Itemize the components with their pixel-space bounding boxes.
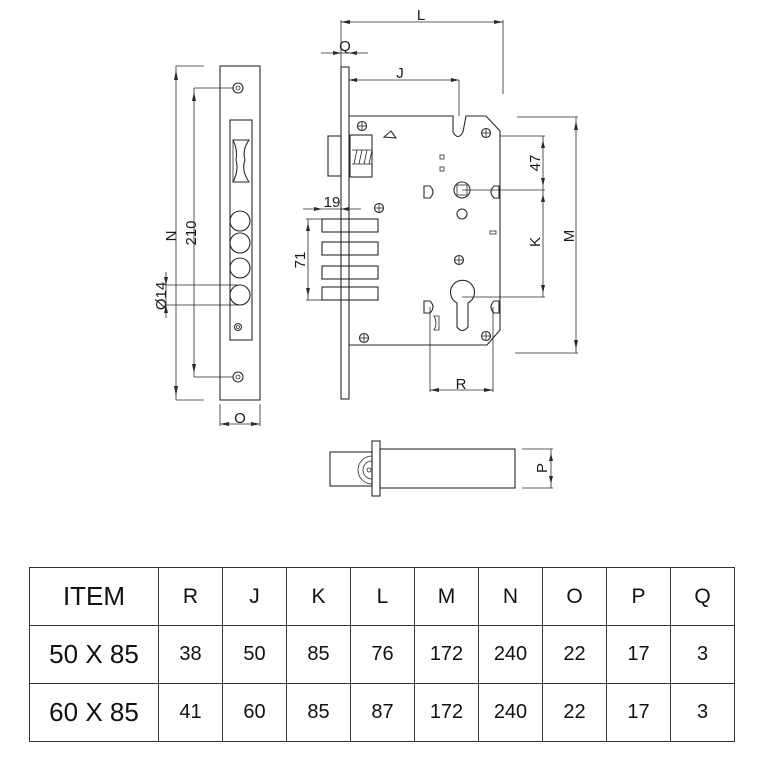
value-cell: 240 bbox=[478, 683, 543, 742]
lock-body-view: L Q J 47 K M 19 bbox=[292, 7, 578, 400]
dim-label-P: P bbox=[534, 463, 551, 473]
dim-label-M: M bbox=[561, 230, 578, 243]
latch-flange bbox=[371, 440, 381, 497]
latch-bolt-front bbox=[232, 139, 251, 183]
value-cell: 22 bbox=[542, 683, 607, 742]
latch-cam bbox=[382, 130, 398, 139]
mounting-screw-bottom bbox=[232, 371, 244, 383]
deadbolt-bars bbox=[321, 218, 379, 301]
dim-label-210: 210 bbox=[183, 220, 200, 245]
latch-housing bbox=[349, 134, 373, 178]
item-cell: 60 X 85 bbox=[29, 683, 159, 742]
dim-label-47: 47 bbox=[527, 155, 544, 172]
latch-bolt-side bbox=[327, 135, 342, 177]
faceplate-view: N 210 Ø14 O bbox=[153, 65, 261, 427]
dim-label-19: 19 bbox=[324, 194, 341, 211]
deadbolt-circle-1 bbox=[229, 210, 251, 232]
table-header-cell: Q bbox=[670, 567, 735, 626]
value-cell: 50 bbox=[222, 625, 287, 684]
table-header-cell: M bbox=[414, 567, 479, 626]
lock-case-outline bbox=[349, 115, 501, 346]
table-header-cell: R bbox=[158, 567, 223, 626]
deadbolt-circle-2 bbox=[229, 232, 251, 254]
dim-label-71: 71 bbox=[292, 252, 309, 269]
value-cell: 85 bbox=[286, 683, 351, 742]
plate-screw-small bbox=[233, 322, 243, 332]
value-cell: 17 bbox=[606, 683, 671, 742]
value-cell: 22 bbox=[542, 625, 607, 684]
dim-label-Q: Q bbox=[339, 38, 351, 55]
bottom-stop-right bbox=[490, 300, 500, 314]
dim-label-J: J bbox=[396, 65, 404, 82]
table-header-cell: L bbox=[350, 567, 415, 626]
lock-technical-drawing: N 210 Ø14 O bbox=[153, 7, 578, 497]
faceplate-outline bbox=[219, 65, 261, 401]
follower-stop-left bbox=[423, 185, 434, 199]
value-cell: 3 bbox=[670, 625, 735, 684]
euro-cylinder-cutout bbox=[449, 279, 476, 332]
latch-body bbox=[379, 448, 516, 489]
table-header-cell: O bbox=[542, 567, 607, 626]
table-header-cell: N bbox=[478, 567, 543, 626]
dim-label-N: N bbox=[163, 231, 180, 242]
latch-side-view: P bbox=[329, 440, 553, 497]
dim-label-dia14: Ø14 bbox=[153, 282, 170, 310]
mounting-screw-top bbox=[232, 82, 244, 94]
value-cell: 3 bbox=[670, 683, 735, 742]
case-screws bbox=[356, 120, 492, 344]
table-row: 60 X 85 41 60 85 87 172 240 22 17 3 bbox=[29, 683, 735, 742]
table-header-cell: J bbox=[222, 567, 287, 626]
dim-label-O: O bbox=[234, 410, 246, 427]
dimension-spec-table: ITEM R J K L M N O P Q 50 X 85 38 50 85 … bbox=[29, 567, 735, 742]
table-row: 50 X 85 38 50 85 76 172 240 22 17 3 bbox=[29, 625, 735, 684]
follower-stop-right bbox=[490, 185, 500, 199]
table-header-cell: K bbox=[286, 567, 351, 626]
value-cell: 60 bbox=[222, 683, 287, 742]
dim-label-R: R bbox=[456, 376, 467, 393]
table-header-cell: P bbox=[606, 567, 671, 626]
dim-label-K: K bbox=[527, 237, 544, 247]
dim-label-L: L bbox=[417, 7, 425, 24]
value-cell: 172 bbox=[414, 625, 479, 684]
table-header-cell: ITEM bbox=[29, 567, 159, 626]
value-cell: 172 bbox=[414, 683, 479, 742]
value-cell: 87 bbox=[350, 683, 415, 742]
faceplate-inner-slot bbox=[229, 119, 253, 341]
bottom-stop-left bbox=[423, 300, 434, 314]
item-cell: 50 X 85 bbox=[29, 625, 159, 684]
value-cell: 17 bbox=[606, 625, 671, 684]
deadbolt-circle-4 bbox=[229, 284, 251, 306]
value-cell: 240 bbox=[478, 625, 543, 684]
value-cell: 76 bbox=[350, 625, 415, 684]
value-cell: 38 bbox=[158, 625, 223, 684]
deadbolt-circle-3 bbox=[229, 257, 251, 279]
spindle-hole bbox=[456, 208, 468, 220]
value-cell: 41 bbox=[158, 683, 223, 742]
side-faceplate bbox=[340, 66, 350, 400]
value-cell: 85 bbox=[286, 625, 351, 684]
table-header-row: ITEM R J K L M N O P Q bbox=[29, 567, 735, 626]
